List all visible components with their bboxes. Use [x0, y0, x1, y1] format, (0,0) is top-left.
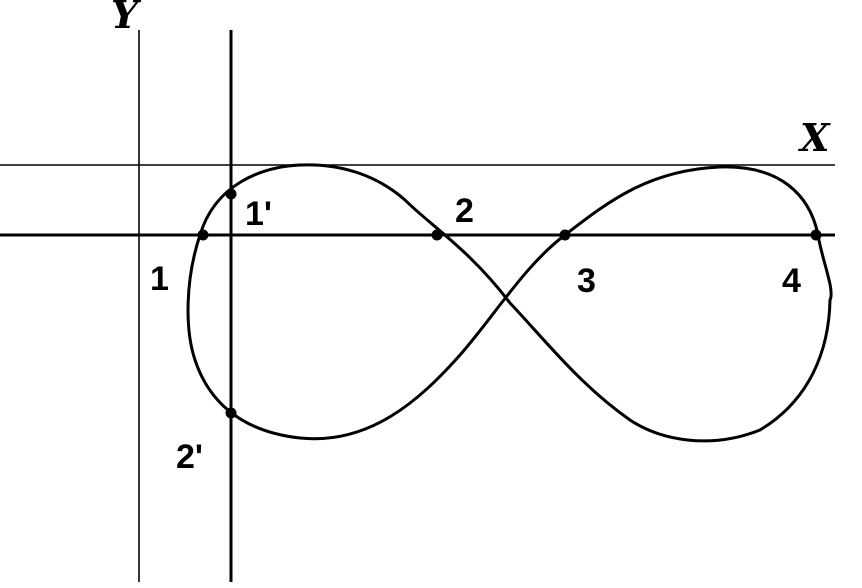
point-2-label: 2 [455, 192, 474, 230]
point-4-label: 4 [782, 262, 801, 300]
x-axis-label: X [798, 115, 831, 160]
point-3-marker [559, 229, 571, 241]
point-2prime-label: 2' [176, 438, 203, 476]
point-3-label: 3 [577, 262, 596, 300]
figure-eight-curve [186, 163, 833, 443]
y-axis-label: Y [111, 0, 142, 37]
point-1-marker [197, 229, 209, 241]
point-1prime-marker [225, 188, 237, 200]
point-4-marker [810, 229, 822, 241]
point-2-marker [431, 229, 443, 241]
point-1prime-label: 1' [245, 195, 272, 233]
point-1-label: 1 [150, 260, 169, 298]
point-2prime-marker [225, 407, 237, 419]
